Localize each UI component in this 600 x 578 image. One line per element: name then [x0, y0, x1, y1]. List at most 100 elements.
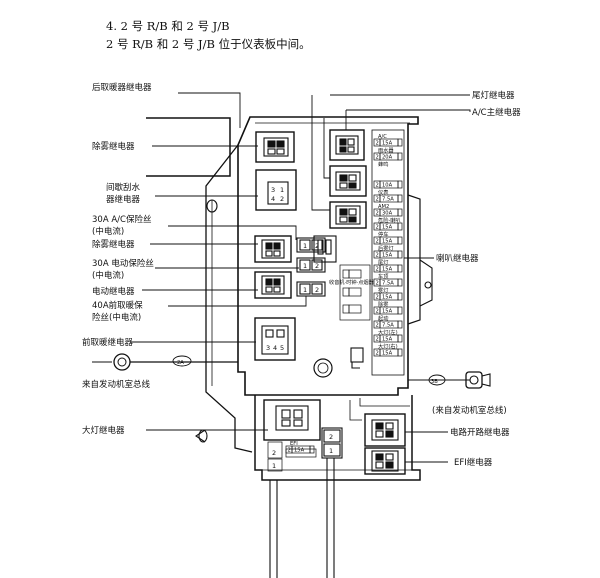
fuse-name: EFI: [290, 441, 298, 447]
fuse-amp: 15A: [382, 351, 393, 357]
big-fuse-power: 1 2: [296, 257, 326, 273]
fuse-name: A/C: [378, 134, 387, 140]
lower-big-fuse-2: 2: [329, 433, 333, 441]
engine-bus-right: 3B: [408, 371, 491, 389]
center-fuse-bank: 收音机·时钟·点烟器: [329, 264, 375, 321]
fuse-amp: 15A: [382, 267, 393, 273]
fuse-num: 2: [376, 211, 379, 217]
fuse-num: 2: [376, 141, 379, 147]
fuse-amp: 15A: [382, 295, 393, 301]
big-fuse-ac-1: 1: [303, 242, 307, 250]
big-fuse-heater-1: 1: [303, 286, 307, 294]
relay-intermittent-wiper: 3 1 4 2: [255, 169, 297, 211]
fuse-name: 大灯(左): [378, 328, 398, 336]
fuse-num: 2: [376, 197, 379, 203]
heater-pin-5: 5: [280, 344, 284, 352]
label-efi-relay: EFI继电器: [454, 457, 493, 468]
fuse-num: 2: [376, 281, 379, 287]
fuse-amp: 15A: [382, 253, 393, 259]
relay-circuit-breaker: [364, 413, 406, 447]
fuse-item: 蜂鸣: [378, 160, 388, 168]
wiper-pin-1: 1: [280, 186, 284, 194]
fuse-name: AM2: [378, 204, 389, 210]
fuse-name: 除雾: [378, 300, 389, 308]
fuse-num: 2: [376, 239, 379, 245]
label-engine-bus-right: (来自发动机室总线): [432, 405, 507, 416]
label-headlamp-relay: 大灯继电器: [82, 425, 125, 436]
relay-front-heater: 3 4 5: [254, 317, 296, 361]
label-ac-fuse-2: (中电流): [92, 226, 124, 237]
fuse-name: 后雾灯: [378, 244, 394, 252]
label-front-heater-fuse-2: 险丝(中电流): [92, 312, 141, 323]
relay-defogger-top: [255, 131, 295, 163]
fuse-amp: 10A: [382, 183, 393, 189]
label-power-relay: 电动继电器: [92, 286, 135, 297]
wiper-pin-4: 4: [271, 195, 275, 203]
heater-pin-4: 4: [273, 344, 277, 352]
relay-defogger-mid: [254, 235, 292, 263]
fuse-num: 2: [376, 155, 379, 161]
fuse-amp: 30A: [382, 211, 393, 217]
relay-ac-main: [329, 165, 367, 197]
label-ac-main-relay: A/C主继电器: [472, 107, 521, 118]
big-fuse-ac: 1 2: [296, 237, 326, 253]
fuse-name: 仪表: [378, 188, 389, 196]
relay-efi: [364, 447, 406, 475]
heading-line-1: 4. 2 号 R/B 和 2 号 J/B: [106, 19, 230, 33]
label-defogger-relay: 除雾继电器: [92, 141, 135, 152]
fuse-name: 蜂鸣: [378, 160, 388, 168]
engine-bus-left: 2A: [92, 353, 238, 371]
fuse-num: 2: [376, 309, 379, 315]
main-block-outline: [195, 116, 433, 481]
fuse-name: 雨水器: [378, 146, 394, 154]
fuse-amp: 7.5A: [382, 281, 394, 287]
label-circuit-breaker-relay: 电路开路继电器: [450, 427, 510, 438]
fuse-amp: 15A: [382, 141, 393, 147]
small-connector: [350, 347, 364, 363]
fuse-amp: 7.5A: [382, 323, 394, 329]
center-fuse-label: 收音机·时钟·点烟器: [329, 278, 375, 286]
fuse-name: 停车: [378, 230, 388, 238]
lower-big-fuse-1: 1: [329, 447, 333, 455]
big-fuse-lower: 2 1: [321, 427, 343, 459]
fuse-num: 2: [376, 183, 379, 189]
wiper-pin-2: 2: [280, 195, 284, 203]
connector-2a: 2A: [177, 360, 184, 366]
fuse-num: 2: [376, 225, 379, 231]
relay-horn: [329, 201, 367, 229]
connector-3b: 3B: [431, 379, 438, 385]
fuse-amp: 20A: [382, 155, 393, 161]
label-power-fuse-2: (中电流): [92, 270, 124, 281]
label-defogger-relay-2: 除雾继电器: [92, 239, 135, 250]
efi-block-1: 1: [272, 462, 276, 470]
big-fuse-heater-2: 2: [315, 286, 319, 294]
fuse-name: 车顶: [378, 272, 388, 280]
label-intermittent-wiper-1: 间歇刮水: [106, 182, 141, 193]
fuse-num: 2: [288, 448, 291, 454]
fuse-amp: 15A: [382, 225, 393, 231]
big-fuse-front-heater: 1 2: [296, 281, 326, 297]
fuse-num: 2: [376, 295, 379, 301]
label-horn-relay: 喇叭继电器: [436, 253, 479, 264]
label-front-heater-fuse-1: 40A前取暖保: [92, 300, 143, 311]
label-ac-fuse-1: 30A A/C保险丝: [92, 214, 152, 225]
fuse-amp: 15A: [382, 337, 393, 343]
fuse-num: 2: [376, 323, 379, 329]
fuse-name: 危险-喇叭: [378, 216, 401, 224]
grommet-circle: [313, 358, 333, 378]
relay-power: [254, 271, 292, 299]
